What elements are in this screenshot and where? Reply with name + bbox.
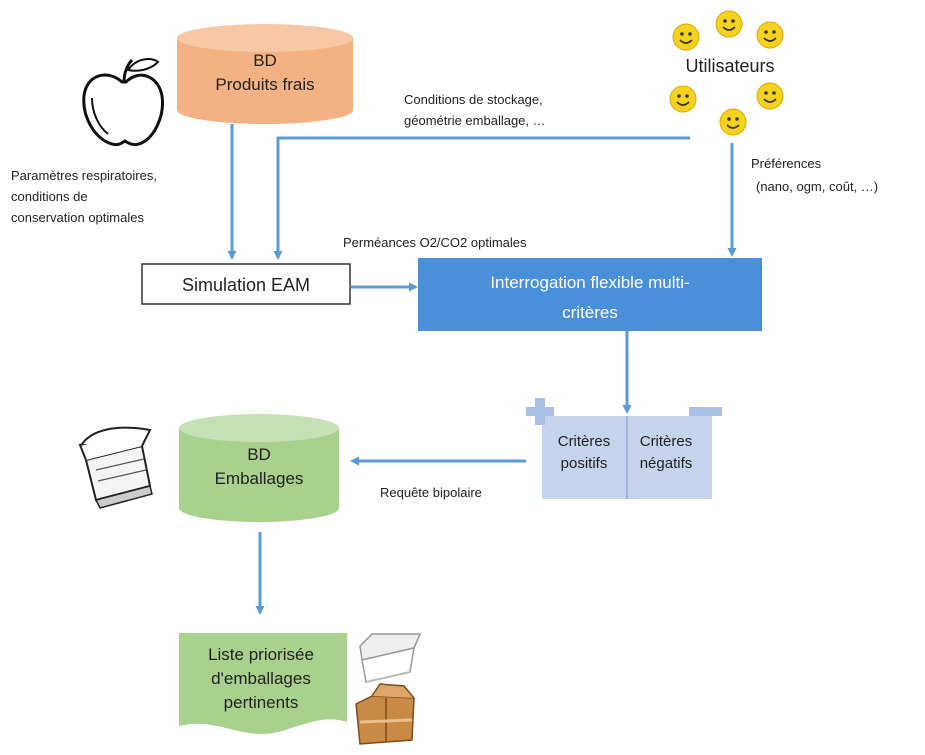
respiratory-label-line3: conservation optimales <box>11 210 144 225</box>
minus-icon <box>689 407 722 416</box>
users-label: Utilisateurs <box>685 56 774 76</box>
db-packaging-cylinder: BD Emballages <box>179 414 339 522</box>
query-label: Requête bipolaire <box>380 485 482 500</box>
db-packaging-line1: BD <box>247 445 271 464</box>
criteria-negative-line2: négatifs <box>640 455 693 472</box>
preferences-label-line1: Préférences <box>751 156 822 171</box>
simulation-box: Simulation EAM <box>141 263 351 305</box>
criteria-negative-line1: Critères <box>640 433 693 450</box>
smiley-face-icon <box>756 82 784 110</box>
interrogation-box: Interrogation flexible multi- critères <box>418 258 762 331</box>
preferences-label-line2: (nano, ogm, coût, …) <box>756 179 878 194</box>
result-list-line3: pertinents <box>224 693 299 712</box>
criteria-positive-line2: positifs <box>561 455 608 472</box>
cardboard-boxes-icon <box>355 683 415 745</box>
permeance-label: Perméances O2/CO2 optimales <box>343 235 527 250</box>
respiratory-label-line1: Paramètres respiratoires, <box>11 168 157 183</box>
smiley-face-icon <box>715 10 743 38</box>
result-list-line2: d'emballages <box>211 669 311 688</box>
white-tray-icon <box>359 633 422 683</box>
respiratory-label-line2: conditions de <box>11 189 88 204</box>
apple-icon <box>82 58 164 147</box>
simulation-label: Simulation EAM <box>182 275 310 295</box>
packaging-container-icon <box>78 426 153 509</box>
db-packaging-line2: Emballages <box>215 469 304 488</box>
db-products-line2: Produits frais <box>215 75 314 94</box>
connectors <box>227 124 737 615</box>
smiley-face-icon <box>669 85 697 113</box>
smiley-face-icon <box>719 108 747 136</box>
db-products-line1: BD <box>253 51 277 70</box>
result-list-document: Liste priorisée d'emballages pertinents <box>179 633 347 734</box>
arrow-storage-to-simulation <box>273 136 690 260</box>
storage-label-line2: géométrie emballage, … <box>404 113 546 128</box>
storage-label-line1: Conditions de stockage, <box>404 92 543 107</box>
plus-icon <box>526 398 554 425</box>
smiley-face-icon <box>672 23 700 51</box>
interrogation-line1: Interrogation flexible multi- <box>490 273 689 292</box>
criteria-positive-line1: Critères <box>558 433 611 450</box>
criteria-box: Critères positifs Critères négatifs <box>526 398 722 499</box>
db-products-cylinder: BD Produits frais <box>177 24 353 124</box>
users-group: Utilisateurs <box>669 10 784 136</box>
smiley-face-icon <box>756 21 784 49</box>
interrogation-line2: critères <box>562 303 618 322</box>
result-list-line1: Liste priorisée <box>208 645 314 664</box>
